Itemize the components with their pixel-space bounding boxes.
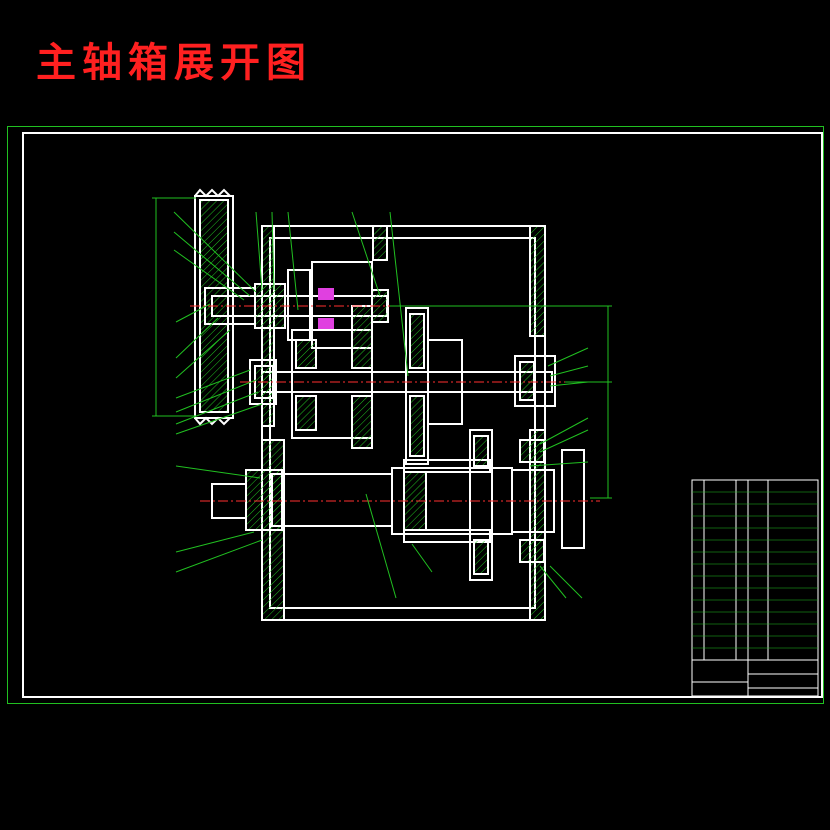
sheet-inner-border <box>22 132 823 698</box>
dimension-lines <box>152 197 612 499</box>
input-shaft <box>211 261 389 349</box>
title-block <box>691 479 819 697</box>
parts-list-rows <box>692 491 818 649</box>
sheet-outer-border <box>7 126 824 704</box>
part-leader-lines <box>173 211 589 599</box>
centerlines <box>190 305 600 502</box>
drawing-title: 主轴箱展开图 <box>36 39 312 86</box>
